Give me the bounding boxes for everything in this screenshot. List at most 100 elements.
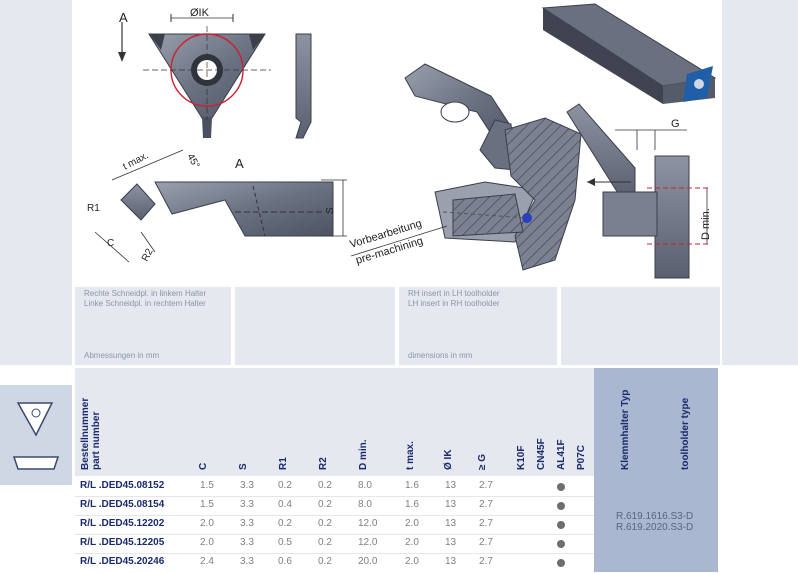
caption-en-line2: LH insert in RH toolholder: [408, 299, 500, 308]
row-divider: [75, 515, 594, 516]
col-header-t-max: t max.: [405, 441, 416, 470]
table-row: R/L .DED45.12205 2.0 3.3 0.5 0.2 12.0 2.0 13 2.7: [75, 535, 594, 554]
col-header-ik: Ø IK: [443, 449, 454, 470]
cell-d: 8.0: [358, 499, 372, 510]
holder-header: [594, 368, 718, 476]
col-header-s: S: [238, 463, 249, 470]
table-header: [75, 368, 512, 476]
cell-g: 2.7: [479, 556, 493, 567]
availability-dot: [557, 521, 565, 529]
insert-side-profile: [295, 33, 312, 139]
row-divider: [75, 553, 594, 554]
col-header-d-min: D min.: [358, 439, 369, 470]
cell-c: 2.0: [200, 537, 214, 548]
grade-header-cn45f: CN45F: [536, 438, 547, 470]
cell-c: 1.5: [200, 499, 214, 510]
cell-c: 2.4: [200, 556, 214, 567]
insert-thumbnail: [0, 385, 72, 485]
cell-g: 2.7: [479, 480, 493, 491]
part-number-cell: R/L .DED45.12205: [80, 537, 165, 548]
bore-diagram: [566, 103, 711, 279]
part-number-cell: R/L .DED45.08154: [80, 499, 165, 510]
cell-c: 2.0: [200, 518, 214, 529]
toolholder-isometric: [541, 3, 717, 104]
insert-top-view: [118, 14, 271, 138]
cell-r2: 0.2: [318, 537, 332, 548]
angle-label: 45°: [184, 152, 201, 171]
holder-header-en: toolholder type: [680, 397, 691, 470]
table-row: R/L .DED45.08152 1.5 3.3 0.2 0.2 8.0 1.6 13 2.7: [75, 478, 594, 497]
caption-box-en: RH insert in LH toolholder LH insert in …: [399, 287, 557, 365]
cell-r1: 0.6: [278, 556, 292, 567]
d-min-label: D min.: [700, 208, 712, 240]
view-label-top: A: [119, 10, 128, 25]
cell-r1: 0.2: [278, 518, 292, 529]
col-header-r1: R1: [278, 457, 289, 470]
part-number-cell: R/L .DED45.08152: [80, 480, 165, 491]
r2-label: R2: [140, 247, 156, 264]
cell-s: 3.3: [240, 518, 254, 529]
cell-s: 3.3: [240, 537, 254, 548]
holder-type-1: R.619.1616.S3-D: [616, 511, 694, 522]
ik-diameter-label: ØIK: [190, 7, 210, 19]
cell-r2: 0.2: [318, 499, 332, 510]
cell-s: 3.3: [240, 499, 254, 510]
cell-r2: 0.2: [318, 556, 332, 567]
cell-r1: 0.5: [278, 537, 292, 548]
cell-d: 12.0: [358, 518, 378, 529]
s-label: S: [325, 207, 336, 214]
cell-c: 1.5: [200, 480, 214, 491]
cell-ik: 13: [445, 518, 457, 529]
cell-t: 2.0: [405, 518, 419, 529]
row-divider: [75, 534, 594, 535]
holder-header-de: Klemmhalter Typ: [620, 389, 631, 470]
cell-d: 8.0: [358, 480, 372, 491]
caption-en-dims: dimensions in mm: [408, 351, 473, 360]
caption-de-line1: Rechte Schneidpl. in linkem Halter: [84, 289, 207, 298]
cell-t: 1.6: [405, 480, 419, 491]
caption-de-dims: Abmessungen in mm: [84, 351, 160, 360]
r1-label: R1: [87, 203, 100, 214]
cell-ik: 13: [445, 556, 457, 567]
part-number-header-en: part number: [91, 411, 102, 470]
caption-en-line1: RH insert in LH toolholder: [408, 289, 500, 298]
part-number-cell: R/L .DED45.20246: [80, 556, 165, 567]
holder-type-2: R.619.2020.S3-D: [616, 522, 694, 533]
cell-r2: 0.2: [318, 480, 332, 491]
part-number-header-de: Bestellnummer: [80, 397, 91, 470]
grade-header-k10f: K10F: [516, 445, 527, 470]
cell-t: 2.0: [405, 537, 419, 548]
cell-r1: 0.2: [278, 480, 292, 491]
insert-profile-icon: [12, 456, 60, 470]
cell-d: 12.0: [358, 537, 378, 548]
caption-box-de: Rechte Schneidpl. in linkem Halter Linke…: [75, 287, 231, 365]
col-header-r2: R2: [318, 457, 329, 470]
caption-box-empty-2: [561, 287, 720, 365]
availability-dot: [557, 559, 565, 567]
cell-s: 3.3: [240, 480, 254, 491]
t-max-label: t max.: [121, 150, 150, 172]
insert-section-view: [94, 149, 347, 263]
cell-r1: 0.4: [278, 499, 292, 510]
col-header-c: C: [198, 462, 209, 470]
c-label: C: [107, 238, 114, 249]
cell-ik: 13: [445, 537, 457, 548]
caption-de-line2: Linke Schneidpl. in rechtem Halter: [84, 299, 206, 308]
g-label: G: [671, 118, 680, 130]
holder-cell: R.619.1616.S3-D R.619.2020.S3-D: [594, 476, 718, 572]
cell-g: 2.7: [479, 537, 493, 548]
availability-dot: [557, 483, 565, 491]
cell-ik: 13: [445, 480, 457, 491]
caption-box-empty-1: [235, 287, 395, 365]
col-header-g: ≥ G: [477, 453, 488, 470]
right-margin-panel: [722, 0, 798, 365]
cell-r2: 0.2: [318, 518, 332, 529]
left-margin-panel: [0, 0, 72, 365]
view-label-side: A: [235, 156, 244, 171]
cell-s: 3.3: [240, 556, 254, 567]
cell-d: 20.0: [358, 556, 378, 567]
